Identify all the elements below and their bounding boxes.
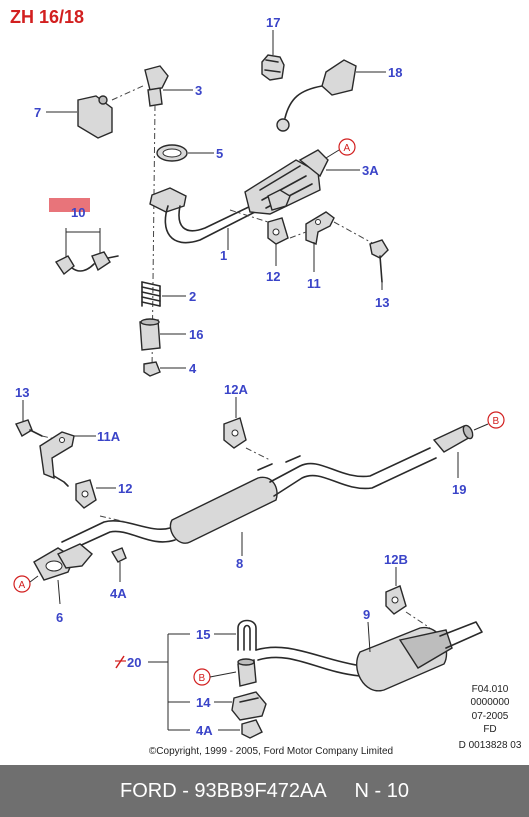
- svg-text:A: A: [19, 580, 26, 591]
- label-5: 5: [216, 146, 223, 161]
- label-10: 10: [71, 205, 85, 220]
- part-11-bracket: [289, 211, 375, 272]
- part-sleeve-lower: [237, 658, 257, 687]
- part-3-hanger: [144, 65, 193, 107]
- label-3: 3: [195, 83, 202, 98]
- label-14: 14: [196, 695, 211, 710]
- part-11A-bracket: [39, 431, 96, 487]
- label-4A-middle: 4A: [110, 586, 127, 601]
- part-number: FORD - 93BB9F472AA: [119, 779, 327, 802]
- copyright-notice: ©Copyright, 1999 - 2005, Ford Motor Comp…: [149, 746, 393, 757]
- svg-text:B: B: [493, 416, 500, 427]
- svg-text:D 0013828 03: D 0013828 03: [459, 740, 522, 751]
- part-1-front-pipe-catalyst: [149, 149, 360, 250]
- part-12A-insulator: [223, 397, 271, 461]
- label-7: 7: [34, 105, 41, 120]
- label-19: 19: [452, 482, 466, 497]
- part-9-rear-muffler: [255, 621, 483, 692]
- part-19-pipe-end: [432, 424, 474, 478]
- part-5-gasket: [156, 144, 214, 162]
- part-12B-insulator: [385, 567, 431, 629]
- part-4A-nut-middle: [110, 547, 127, 582]
- part-7-bracket: [46, 95, 113, 139]
- part-16-sleeve: [139, 318, 186, 351]
- bracket-axis-line: [111, 84, 146, 101]
- page-ref-title: ZH 16/18: [10, 7, 84, 27]
- label-4: 4: [189, 361, 197, 376]
- part-13-bolt-upper: [369, 239, 389, 290]
- part-10-wiring-harness: [49, 198, 119, 276]
- label-1: 1: [220, 248, 227, 263]
- part-13-bolt-lower: [15, 400, 61, 441]
- part-4A-nut-lower: [218, 719, 263, 739]
- ref-circle-b-lower: B: [193, 668, 237, 686]
- svg-text:0000000: 0000000: [471, 697, 510, 708]
- ref-circle-b-right: B: [473, 411, 505, 431]
- label-12A: 12A: [224, 382, 248, 397]
- label-17: 17: [266, 15, 280, 30]
- part-20-repair-kit-bracket: [115, 633, 190, 731]
- label-18: 18: [388, 65, 402, 80]
- svg-text:B: B: [199, 673, 206, 684]
- label-9: 9: [363, 607, 370, 622]
- ref-circle-a-top: A: [325, 138, 356, 159]
- part-2-spring: [141, 281, 186, 307]
- exhaust-parts-diagram: ZH 16/18 17 18 3 7 5: [10, 7, 522, 757]
- svg-text:07-2005: 07-2005: [472, 711, 509, 722]
- label-16: 16: [189, 327, 203, 342]
- part-15-u-clamp: [214, 619, 257, 651]
- label-11A: 11A: [97, 429, 121, 444]
- label-3A: 3A: [362, 163, 379, 178]
- label-20: 20: [127, 655, 141, 670]
- label-2: 2: [189, 289, 196, 304]
- svg-text:FD: FD: [483, 724, 496, 735]
- part-number-footer: FORD - 93BB9F472AA N - 10: [0, 765, 529, 817]
- part-17-clip: [261, 30, 285, 81]
- part-14-clamp: [214, 691, 267, 721]
- label-15: 15: [196, 627, 210, 642]
- svg-text:F04.010: F04.010: [472, 684, 509, 695]
- label-4A-lower: 4A: [196, 723, 213, 738]
- part-18-oxygen-sensor: [276, 59, 386, 132]
- ref-circle-a-left: A: [13, 575, 39, 593]
- svg-text:A: A: [344, 143, 351, 154]
- page-number: N - 10: [354, 779, 409, 802]
- label-12-upper: 12: [266, 269, 280, 284]
- part-6-flange-gasket: [33, 543, 93, 605]
- label-6: 6: [56, 610, 63, 625]
- part-8-intermediate-muffler: [61, 447, 437, 556]
- label-13-lower: 13: [15, 385, 29, 400]
- label-12B: 12B: [384, 552, 408, 567]
- part-12-insulator-middle: [75, 479, 116, 509]
- drawing-reference-codes: F04.010 0000000 07-2005 FD D 0013828 03: [459, 684, 522, 751]
- label-12-middle: 12: [118, 481, 132, 496]
- label-8: 8: [236, 556, 243, 571]
- label-13-upper: 13: [375, 295, 389, 310]
- part-12-insulator-upper: [267, 217, 289, 266]
- part-4-nut: [143, 361, 186, 377]
- label-11: 11: [307, 276, 321, 291]
